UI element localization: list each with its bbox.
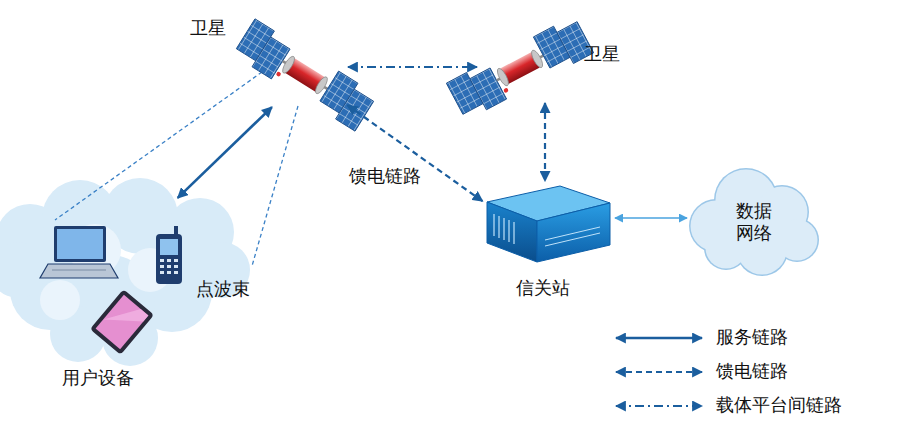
user-cloud [0,178,250,366]
user-cloud-highlight [40,224,172,320]
service-link [178,107,272,198]
spot-beam-label: 点波束 [196,279,250,301]
feeder-link [544,103,546,181]
satellite: 卫星 [265,45,345,105]
spot-beam [55,72,298,266]
legend-sample [612,362,706,382]
gateway-station: 信关站 [485,184,612,304]
node-label: 信关站 [516,278,570,300]
feeder-link [347,105,482,201]
phone-icon [156,226,182,284]
node-label: 数据 网络 [731,201,777,244]
legend-text: 服务链路 [716,327,788,349]
laptop-icon [40,226,118,278]
tablet-icon [90,289,154,355]
legend-line-sample [616,371,702,373]
node-label: 卫星 [190,18,226,40]
legend-sample [612,396,706,416]
legend-line-sample [616,337,702,340]
node-label: 用户设备 [62,368,134,390]
data-network-cloud: 数据 网络 [690,172,818,274]
legend-text: 载体平台间链路 [716,395,842,417]
isl-link [348,66,477,68]
light-link [615,217,687,218]
legend-line-sample [616,405,702,407]
legend-row: 馈电链路 [612,360,788,384]
node-label: 卫星 [584,44,620,66]
legend-row: 载体平台间链路 [612,394,842,418]
link-label: 馈电链路 [347,166,423,188]
satellite: 卫星 [480,40,560,100]
legend-sample [612,328,706,348]
gateway-server [487,186,610,262]
network-cloud [689,168,819,276]
legend-text: 馈电链路 [716,361,788,383]
legend-row: 服务链路 [612,326,788,350]
